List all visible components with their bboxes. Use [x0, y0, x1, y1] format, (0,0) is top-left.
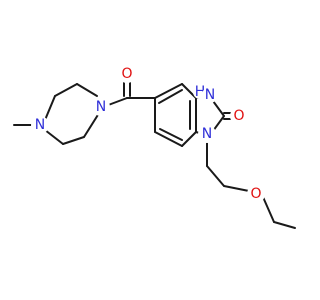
imidazolone-hydrogen-label: H: [195, 84, 206, 100]
chemical-structure-diagram: O N N H N O N O: [13, 65, 296, 229]
diazepane-methyl-nitrogen-label: N: [35, 117, 45, 133]
bond-lines: [13, 71, 296, 229]
carbonyl-oxygen-label: O: [121, 66, 132, 82]
ether-oxygen-label: O: [250, 186, 261, 202]
imidazolone-oxygen-label: O: [233, 108, 244, 124]
imidazolone-alkyl-nitrogen-label: N: [202, 126, 212, 142]
atom-label-group: O N N H N O N O: [31, 65, 265, 203]
diazepane-amide-nitrogen-label: N: [96, 99, 106, 115]
imidazolone-nh-nitrogen-label: N: [205, 87, 215, 103]
